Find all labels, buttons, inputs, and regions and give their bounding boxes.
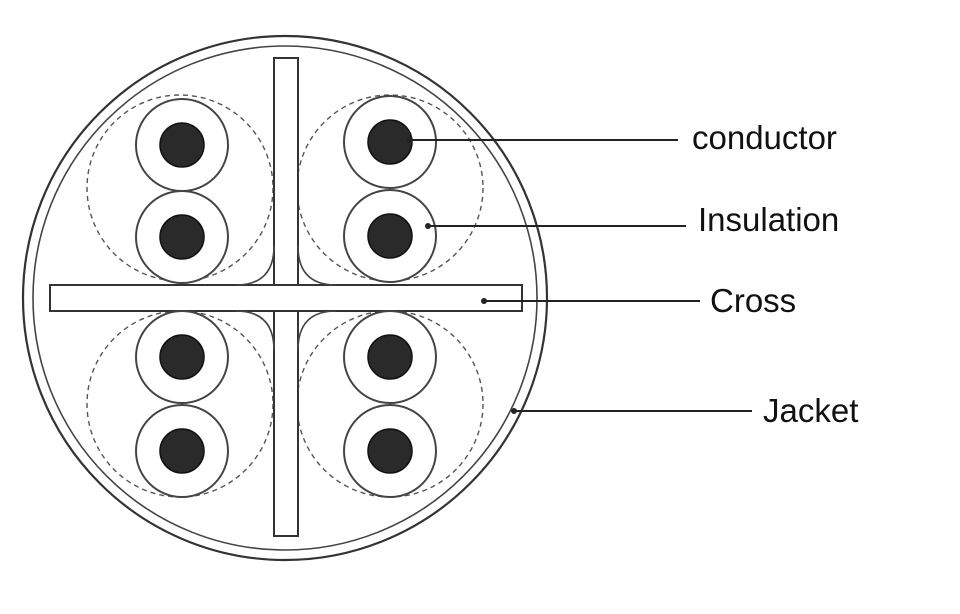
wire <box>135 310 229 404</box>
conductor-core <box>367 428 413 474</box>
conductor-core <box>159 122 205 168</box>
jacket-outer-ring <box>21 34 549 562</box>
wire <box>343 95 437 189</box>
conductor-core <box>367 334 413 380</box>
leader-lines <box>407 137 752 414</box>
insulation-label: Insulation <box>698 201 839 238</box>
conductor-leader-dot <box>407 137 413 143</box>
cross-corner-curve-tr <box>297 245 337 286</box>
wire <box>343 404 437 498</box>
wire <box>343 310 437 404</box>
jacket-inner-ring <box>32 45 538 551</box>
cross-separator <box>49 57 523 537</box>
cross-label: Cross <box>710 282 796 319</box>
wire <box>135 190 229 284</box>
cross-corner-curve-tl <box>235 245 275 286</box>
jacket-label: Jacket <box>763 392 858 429</box>
conductor-core <box>159 214 205 260</box>
jacket-leader-dot <box>511 408 517 414</box>
labels: conductor Insulation Cross Jacket <box>692 119 858 429</box>
insulation-leader-dot <box>425 223 431 229</box>
wires <box>135 95 437 498</box>
conductor-core <box>159 428 205 474</box>
wire <box>343 189 437 283</box>
jacket <box>21 34 549 562</box>
conductor-core <box>159 334 205 380</box>
wire <box>135 404 229 498</box>
conductor-core <box>367 119 413 165</box>
wire <box>135 98 229 192</box>
cross-corner-curve-br <box>297 310 337 351</box>
cross-corner-curve-bl <box>235 310 275 351</box>
conductor-core <box>367 213 413 259</box>
conductor-label: conductor <box>692 119 837 156</box>
cross-leader-dot <box>481 298 487 304</box>
